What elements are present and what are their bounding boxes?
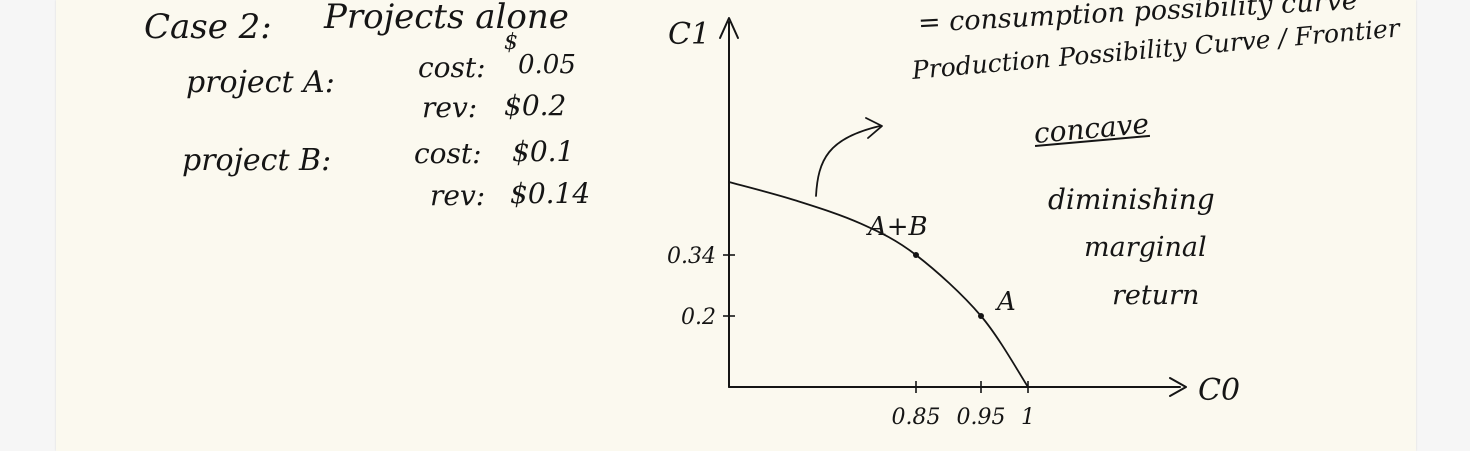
production-possibility-curve xyxy=(728,181,1029,388)
annotation-arrowhead xyxy=(865,117,883,139)
project-b-label: project B: xyxy=(182,143,332,178)
project-a-cost-value: 0.05 xyxy=(518,50,576,80)
project-b-rev-label: rev: xyxy=(430,179,486,212)
curve-points: A+B A xyxy=(866,212,1016,319)
x-tick-label: 0.95 xyxy=(957,405,1006,430)
left-margin-strip xyxy=(0,0,56,451)
annotation-return: return xyxy=(1112,280,1200,311)
y-tick-label: 0.2 xyxy=(681,305,716,330)
curve-point-marker xyxy=(978,313,984,319)
project-b-rev-value: $0.14 xyxy=(510,177,591,210)
y-axis-label: C1 xyxy=(668,17,710,52)
right-margin-strip xyxy=(1416,0,1470,451)
project-a-cost-currency: $ xyxy=(504,30,518,55)
notebook-page: Case 2: Projects alone project A: cost: … xyxy=(56,0,1416,451)
curve-point-label: A xyxy=(995,287,1016,317)
y-axis-arrowhead xyxy=(719,17,739,39)
x-tick-label: 0.85 xyxy=(892,405,941,430)
axis-ticks: 0.85 0.95 1 0.2 0.34 xyxy=(667,244,1035,430)
project-b-cost-label: cost: xyxy=(414,137,482,170)
y-tick-label: 0.34 xyxy=(667,244,716,269)
annotation-marginal: marginal xyxy=(1084,232,1207,263)
curve-point-label: A+B xyxy=(866,212,928,242)
case-title: Case 2: xyxy=(144,7,272,47)
curve-point-marker xyxy=(913,252,919,258)
annotation-diminishing: diminishing xyxy=(1048,183,1215,216)
x-tick-label: 1 xyxy=(1021,405,1035,430)
x-axis-label: C0 xyxy=(1198,373,1240,408)
project-a-rev-label: rev: xyxy=(422,91,478,124)
project-b-cost-value: $0.1 xyxy=(512,135,575,168)
x-axis-arrowhead xyxy=(1169,377,1187,397)
production-possibility-chart: C1 C0 0.85 0.95 1 0.2 0.34 A+B A xyxy=(667,17,1240,430)
project-a-cost-label: cost: xyxy=(418,51,486,84)
annotation-arrow xyxy=(815,125,881,197)
case-subtitle: Projects alone xyxy=(324,0,569,37)
project-a-label: project A: xyxy=(186,65,335,100)
project-a-rev-value: $0.2 xyxy=(504,89,567,122)
